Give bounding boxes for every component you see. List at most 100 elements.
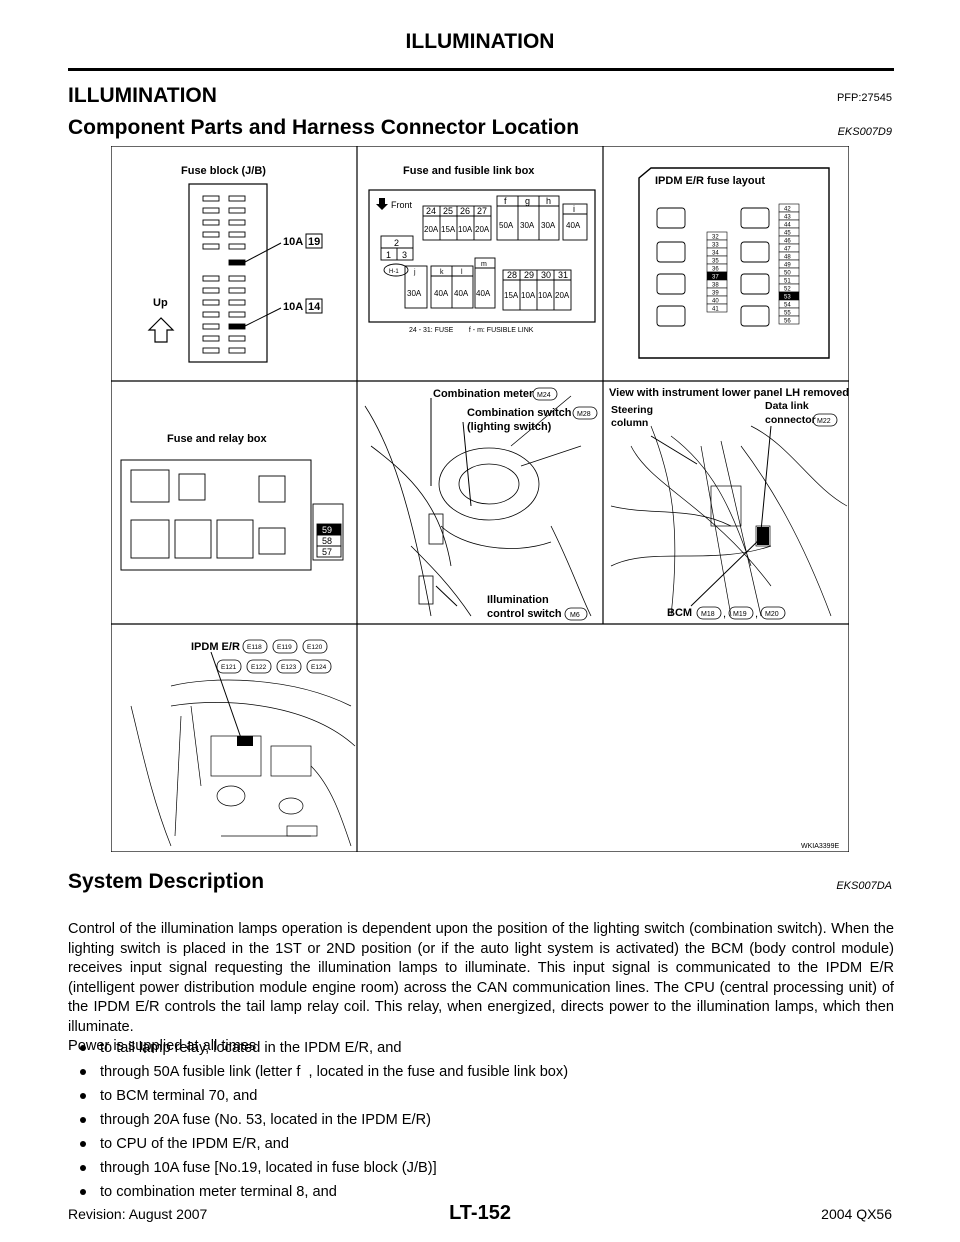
fuse-amp: 20A (555, 291, 570, 300)
ipdm-fuse-number: 49 (784, 263, 791, 269)
fuse-num: 29 (524, 270, 534, 280)
relay-fuse-57: 57 (322, 547, 332, 557)
bcm-label: BCM (667, 607, 692, 619)
data-link-label-2: connector (765, 414, 816, 426)
ipdm-fuse-number: 55 (784, 311, 791, 317)
ipdm-fuse-number: 53 (784, 295, 791, 301)
system-code: EKS007DA (836, 880, 892, 892)
relay-fuse-58: 58 (322, 536, 332, 546)
footer-model: 2004 QX56 (821, 1206, 892, 1222)
link-letter: h (546, 196, 551, 206)
link-amp: 40A (566, 221, 581, 230)
ipdm-fuse-number: 52 (784, 287, 791, 293)
ipdm-fuse-number: 47 (784, 247, 791, 253)
fuse-amp: 15A (441, 225, 456, 234)
connector-e124: E124 (311, 664, 327, 671)
section-title: ILLUMINATION (68, 84, 217, 107)
instrument-panel-view: View with instrument lower panel LH remo… (609, 387, 849, 620)
ipdm-fuse-number: 35 (712, 259, 719, 265)
h1-label: H-1 (389, 269, 399, 275)
connector-m6: M6 (570, 612, 580, 619)
connector-e118: E118 (247, 644, 262, 651)
comma: , (755, 608, 758, 620)
link-letter: i (573, 204, 575, 214)
ipdm-fuse-slot (706, 303, 728, 313)
link-amp: 40A (454, 289, 469, 298)
ipdm-fuse-number: 48 (784, 255, 791, 261)
system-paragraph: Control of the illumination lamps operat… (68, 921, 894, 1054)
steering-label-2: column (611, 417, 648, 429)
link-amp: 50A (499, 221, 514, 230)
link-letter: j (413, 269, 416, 276)
ipdm-fuse-number: 37 (712, 275, 719, 281)
link-amp: 30A (541, 221, 556, 230)
page-header-title: ILLUMINATION (405, 30, 555, 53)
link-amp: 30A (407, 289, 422, 298)
connector-e123: E123 (281, 664, 297, 671)
system-description-title: System Description (68, 870, 265, 893)
relay-num: 2 (394, 238, 399, 248)
connector-e121: E121 (221, 664, 237, 671)
front-arrow-icon (376, 198, 388, 210)
relay-fuse-59: 59 (322, 525, 332, 535)
fuse-num: 30 (541, 270, 551, 280)
fuse-amp: 20A (475, 225, 490, 234)
connector-m28: M28 (577, 411, 591, 418)
ipdm-fuse-number: 33 (712, 243, 719, 249)
component-code: EKS007D9 (837, 126, 892, 138)
fuse-amp: 10A (458, 225, 473, 234)
figure-id: WKIA3399E (801, 843, 839, 850)
link-letter: m (481, 261, 487, 268)
component-title: Component Parts and Harness Connector Lo… (68, 116, 580, 139)
fuse-block-panel: Fuse block (J/B) 10A 19 10A 14 Up (147, 165, 323, 363)
ipdm-fuse-number: 46 (784, 239, 791, 245)
connector-m20: M20 (765, 611, 779, 618)
ipdm-fuse-number: 40 (712, 299, 719, 305)
fuse2-amp: 10A (283, 301, 303, 313)
fusible-box-title: Fuse and fusible link box (403, 165, 535, 177)
ipdm-fuse-number: 43 (784, 215, 791, 221)
fuse-num: 31 (558, 270, 568, 280)
footer-page-number: LT-152 (449, 1202, 511, 1224)
ipdm-layout-title: IPDM E/R fuse layout (655, 175, 765, 187)
ipdm-fuse-number: 32 (712, 235, 719, 241)
relay-box-title: Fuse and relay box (167, 433, 268, 445)
ipdm-fuse-number: 41 (712, 307, 719, 313)
fuse1-amp: 10A (283, 236, 303, 248)
connector-e122: E122 (251, 664, 267, 671)
connector-e120: E120 (307, 644, 323, 651)
fuse1-number: 19 (308, 236, 320, 248)
link-letter: g (525, 196, 530, 206)
ipdm-fuse-number: 34 (712, 251, 719, 257)
fuse-amp: 10A (538, 291, 553, 300)
up-label: Up (153, 297, 168, 309)
fusible-legend: 24 - 31: FUSE f - m: FUSIBLE LINK (409, 327, 534, 334)
link-amp: 40A (476, 289, 491, 298)
bullet-item: through 20A fuse (No. 53, located in the… (80, 1112, 431, 1128)
up-arrow-icon (147, 317, 175, 343)
ipdm-fuse-number: 45 (784, 231, 791, 237)
footer-revision: Revision: August 2007 (68, 1206, 208, 1222)
fusible-link-box-panel: Fuse and fusible link box Front 24 (368, 165, 596, 334)
bullet-item: to combination meter terminal 8, and (80, 1184, 337, 1200)
data-link-label-1: Data link (765, 400, 809, 412)
steering-label-1: Steering (611, 404, 653, 416)
connector-m22: M22 (817, 418, 831, 425)
ipdm-engine-room-panel: IPDM E/R E118 E119 E120 E121 E122 E123 E… (130, 639, 356, 847)
fuse-amp: 10A (521, 291, 536, 300)
fuse-num: 26 (460, 206, 470, 216)
fuse-relay-box-panel: Fuse and relay box 59 58 57 (120, 433, 344, 571)
instrument-view-title: View with instrument lower panel LH remo… (609, 387, 849, 399)
ipdm-fuse-number: 54 (784, 303, 791, 309)
connector-m19: M19 (733, 611, 747, 618)
ipdm-fuse-number: 39 (712, 291, 719, 297)
combination-meter-label: Combination meter (433, 388, 534, 400)
bullet-item: to CPU of the IPDM E/R, and (80, 1136, 289, 1152)
ipdm-fuse-number: 50 (784, 271, 791, 277)
comma: , (723, 608, 726, 620)
link-letter: l (461, 269, 463, 276)
combination-switch-panel: Combination meter M24 Combination switch… (364, 387, 598, 621)
fuse-block-title: Fuse block (J/B) (181, 165, 266, 177)
bullet-item: to tail lamp relay, located in the IPDM … (80, 1040, 401, 1056)
ipdm-fuse-slot (778, 315, 800, 325)
